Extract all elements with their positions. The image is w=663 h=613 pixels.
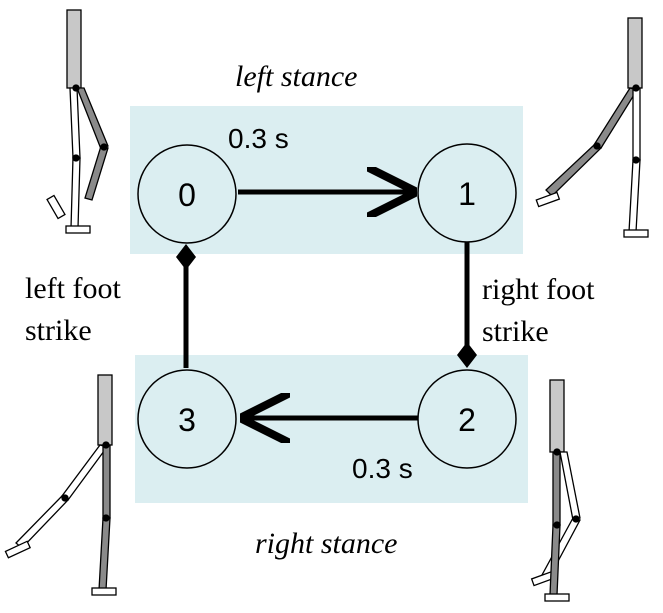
right-foot-strike-label-line1: right foot xyxy=(482,273,595,306)
state-3-label: 3 xyxy=(178,402,196,438)
left-stance-label: left stance xyxy=(235,60,357,93)
walker-figure-state-2 xyxy=(530,379,581,602)
state-3-node xyxy=(137,369,237,469)
duration-0-to-1-label: 0.3 s xyxy=(228,123,289,154)
left-foot-strike-label-line2: strike xyxy=(25,314,92,347)
state-1-node xyxy=(417,143,517,243)
left-foot-strike-label-line1: left foot xyxy=(25,272,121,305)
state-0-label: 0 xyxy=(178,177,196,213)
right-stance-label: right stance xyxy=(255,527,398,560)
left-stance-panel xyxy=(130,106,523,254)
state-1-label: 1 xyxy=(458,176,476,212)
state-2-node xyxy=(417,369,517,469)
walker-figure-state-3 xyxy=(4,374,117,596)
state-2-label: 2 xyxy=(458,402,476,438)
right-stance-panel xyxy=(135,355,528,503)
walker-figure-state-0 xyxy=(46,9,109,234)
right-foot-strike-label-line2: strike xyxy=(482,315,549,348)
state-0-node xyxy=(137,144,237,244)
left-foot-strike-diamond xyxy=(176,244,196,270)
right-foot-strike-diamond xyxy=(457,342,477,368)
duration-2-to-3-label: 0.3 s xyxy=(352,453,413,484)
walker-figure-state-1 xyxy=(535,17,649,238)
